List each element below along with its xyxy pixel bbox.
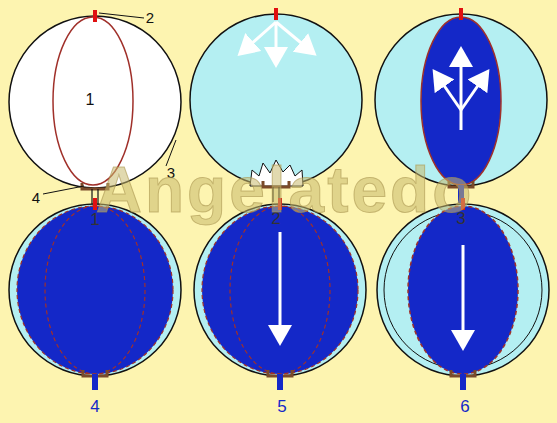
panel-6 <box>377 198 549 390</box>
callout-number: 1 <box>86 92 95 108</box>
callout-number: 2 <box>146 10 154 25</box>
panel-number: 5 <box>277 398 286 415</box>
panel-number: 6 <box>460 398 469 415</box>
watermark: Angelatedo <box>96 158 474 222</box>
callout-number: 4 <box>32 190 40 205</box>
panel-number: 4 <box>90 398 99 415</box>
panel-4 <box>9 198 181 390</box>
panel-5 <box>194 198 366 390</box>
